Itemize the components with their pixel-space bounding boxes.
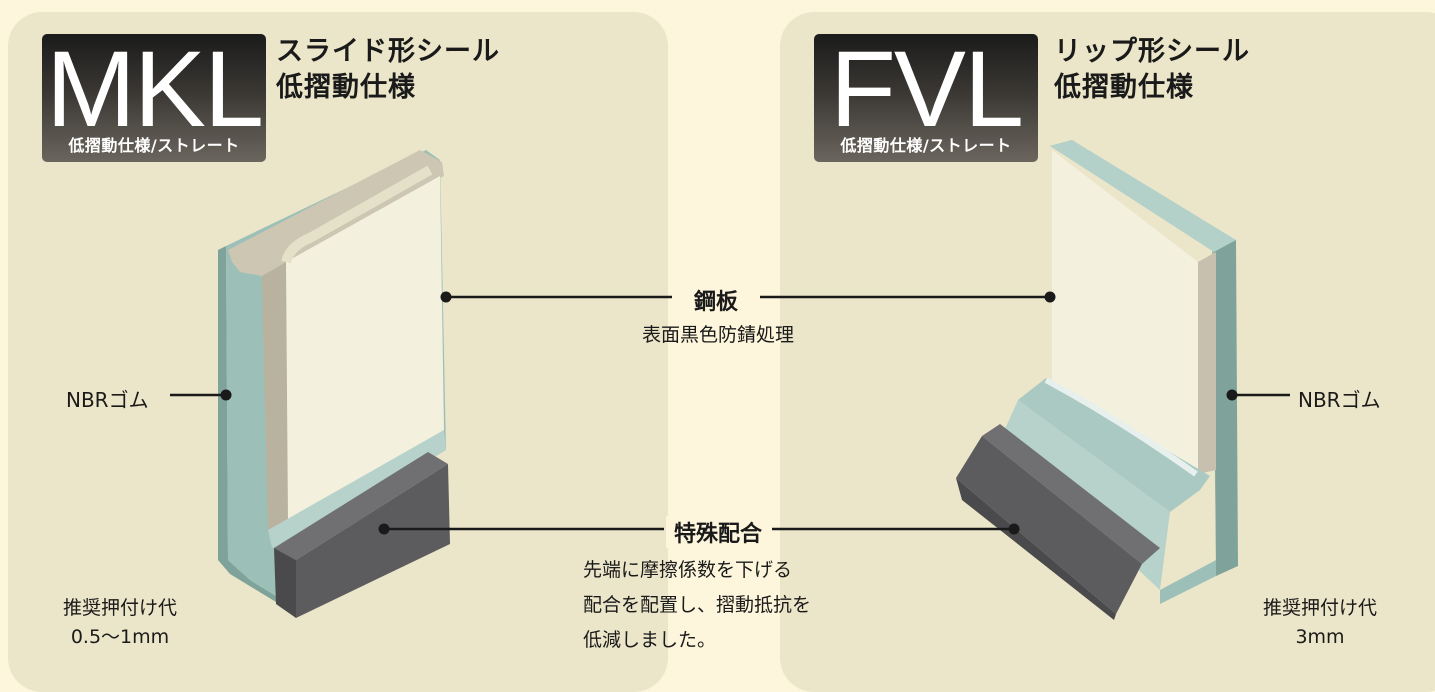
mkl-lower-lip: [268, 430, 446, 548]
fvl-title-line2: 低摺動仕様: [1054, 72, 1194, 103]
fvl-special-block-top: [982, 424, 1160, 564]
nbr-rubber-label-left: NBRゴム: [66, 388, 149, 412]
nbr-dot-left: [220, 389, 232, 401]
mkl-seal-illustration: [218, 150, 450, 618]
fvl-badge-code: FVL: [829, 34, 1024, 149]
fvl-recommended-interference: 推奨押付け代 3mm: [1240, 594, 1400, 652]
mkl-steel-side: [262, 262, 288, 530]
steel-dot-right: [1044, 291, 1056, 303]
fvl-recommended-label: 推奨押付け代: [1262, 597, 1377, 619]
mkl-steel-top: [228, 150, 444, 276]
fvl-seal-illustration: [956, 140, 1238, 620]
fvl-badge: FVL 低摺動仕様/ストレート: [814, 34, 1038, 162]
mkl-type-title: スライド形シール 低摺動仕様: [276, 34, 500, 106]
fvl-steel-face: [1052, 150, 1198, 476]
mkl-recommended-label: 推奨押付け代: [62, 597, 177, 619]
mkl-badge: MKL 低摺動仕様/ストレート: [42, 34, 266, 162]
leader-lines: [170, 295, 1290, 531]
fvl-lip-top: [1018, 378, 1210, 512]
fvl-title-line1: リップ形シール: [1054, 36, 1250, 67]
mkl-rubber-side: [218, 246, 276, 602]
fvl-special-block-side: [956, 478, 1116, 620]
mkl-badge-code: MKL: [45, 34, 264, 149]
special-compound-label: 特殊配合: [666, 516, 770, 548]
special-desc-line3: 低減しました。: [583, 629, 717, 651]
special-dot-left: [378, 523, 390, 535]
steel-dot-left: [440, 291, 452, 303]
nbr-dot-right: [1226, 389, 1238, 401]
fvl-steel-edge: [1198, 252, 1216, 474]
mkl-special-block-side: [274, 548, 296, 618]
fvl-rubber-top: [1050, 140, 1236, 252]
mkl-badge-subtitle: 低摺動仕様/ストレート: [68, 136, 240, 155]
mkl-recommended-value: 0.5〜1mm: [70, 626, 170, 648]
mkl-recommended-interference: 推奨押付け代 0.5〜1mm: [40, 594, 200, 652]
steel-plate-label: 鋼板: [678, 284, 754, 316]
mkl-title-line1: スライド形シール: [276, 36, 500, 67]
nbr-rubber-label-right: NBRゴム: [1298, 388, 1381, 412]
mkl-special-block-front: [296, 464, 450, 618]
steel-plate-description: 表面黒色防錆処理: [641, 324, 794, 346]
special-dot-right: [1008, 523, 1020, 535]
seal-illustrations: [170, 140, 1290, 620]
fvl-recommended-value: 3mm: [1295, 626, 1345, 648]
special-desc-line2: 配合を配置し、摺動抵抗を: [583, 594, 812, 616]
mkl-title-line2: 低摺動仕様: [276, 72, 416, 103]
special-desc-line1: 先端に摩擦係数を下げる: [583, 559, 793, 581]
special-compound-description: 先端に摩擦係数を下げる 配合を配置し、摺動抵抗を 低減しました。: [583, 553, 863, 658]
fvl-type-title: リップ形シール 低摺動仕様: [1054, 34, 1250, 106]
mkl-special-block-top: [274, 452, 448, 560]
fvl-badge-subtitle: 低摺動仕様/ストレート: [840, 136, 1012, 155]
fvl-special-block-front: [956, 436, 1142, 614]
mkl-steel-face: [286, 176, 444, 522]
leader-dots: [220, 291, 1238, 535]
fvl-rubber-back: [1214, 240, 1238, 576]
